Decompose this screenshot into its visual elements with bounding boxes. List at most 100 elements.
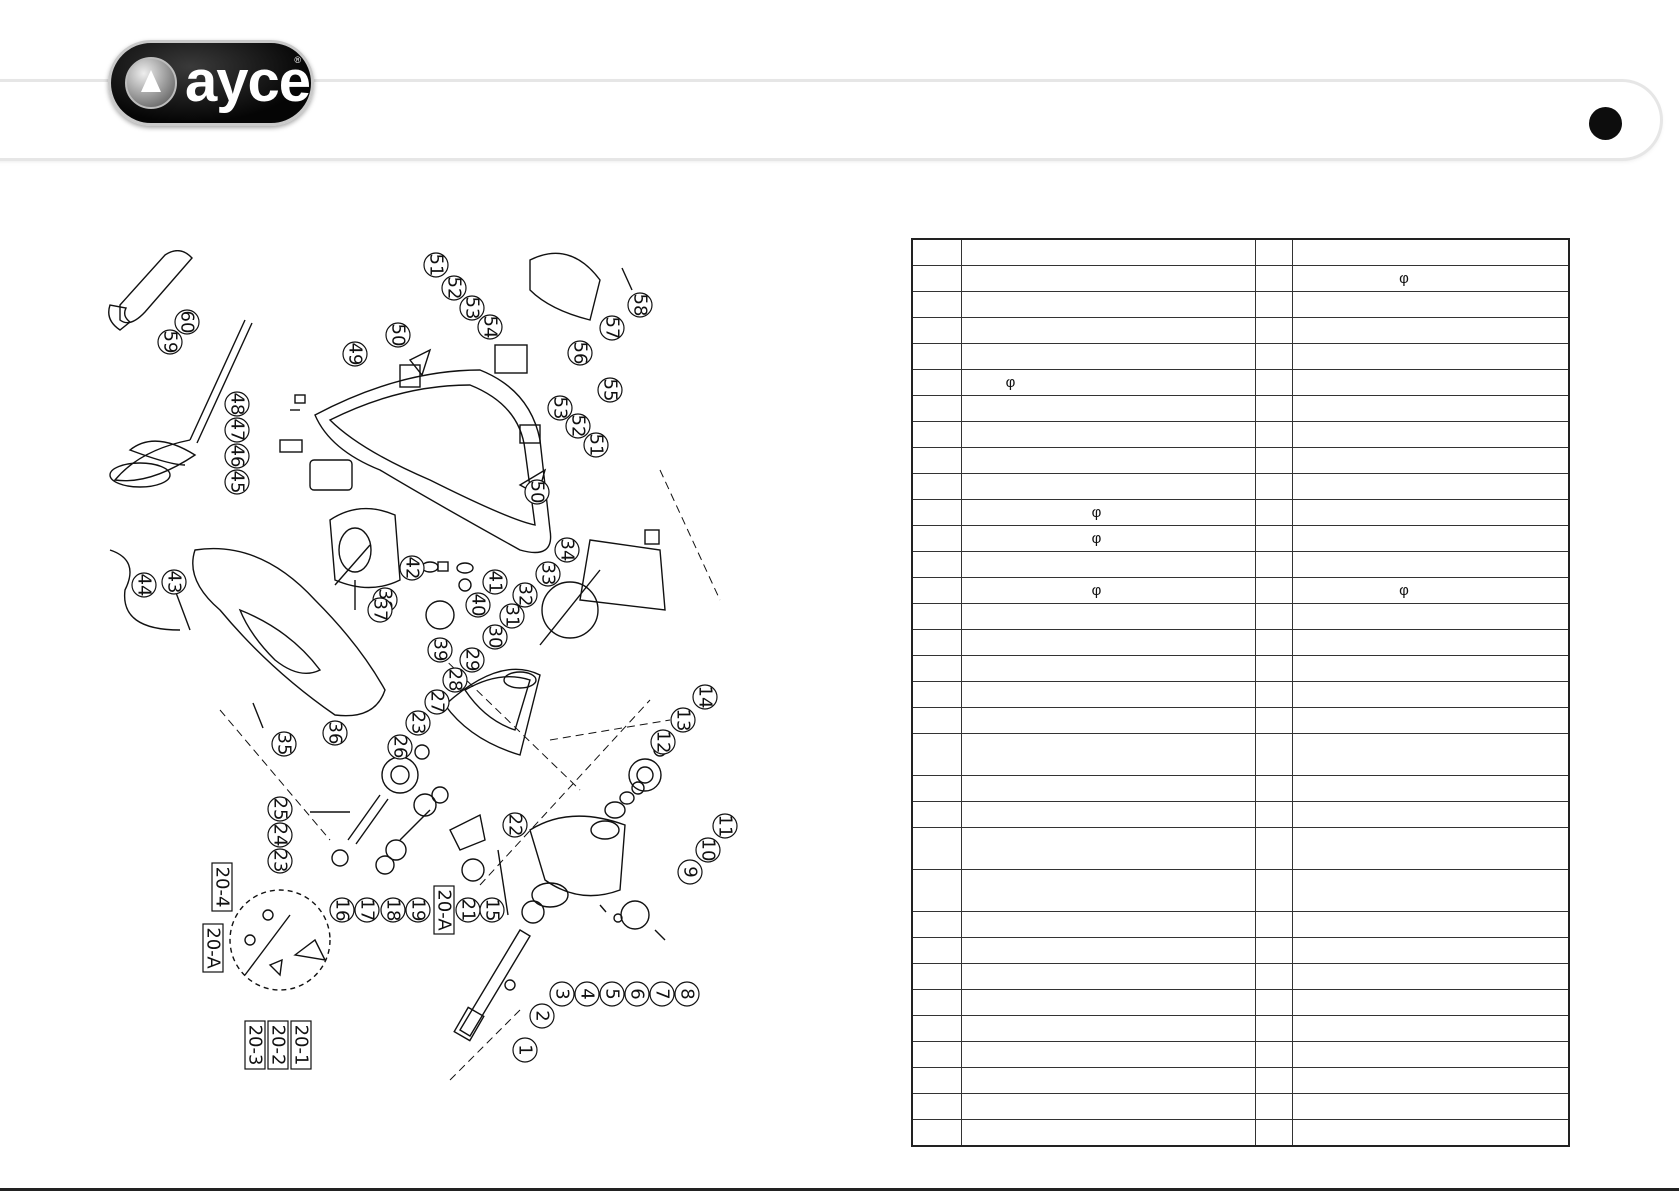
callout-label: 53 (550, 397, 571, 420)
clutch-assembly-part (449, 813, 486, 851)
callout-c35: 35 (271, 731, 297, 757)
part-number-cell (911, 395, 962, 422)
part-description-cell (960, 395, 1257, 422)
callout-b201: 20-1 (290, 1020, 312, 1070)
part-description-cell (960, 681, 1257, 708)
phi-symbol: φ (1005, 374, 1016, 391)
callout-label: 52 (444, 277, 465, 300)
part-description-cell (1292, 473, 1570, 500)
part-number-cell (911, 681, 962, 708)
part-number-cell (1255, 801, 1294, 828)
callout-b20a: 20-A (433, 885, 455, 935)
part-number-cell (1255, 655, 1294, 682)
callout-label: 53 (462, 297, 483, 320)
part-number-cell (1255, 317, 1294, 344)
collar-7 (620, 900, 650, 930)
callout-label: 36 (325, 722, 346, 745)
table-row (911, 733, 1570, 776)
part-number-cell (911, 499, 962, 526)
callout-label: 37 (370, 599, 391, 622)
part-description-cell (1292, 499, 1570, 526)
callout-c46: 46 (224, 443, 250, 469)
table-row (911, 1041, 1570, 1068)
table-row (911, 238, 1570, 266)
part-number-cell (911, 869, 962, 912)
callout-label: 29 (462, 649, 483, 672)
page-marker-dot (1589, 107, 1622, 140)
part-number-cell (1255, 1093, 1294, 1120)
callout-label: 20-2 (268, 1025, 289, 1066)
part-description-cell (1292, 447, 1570, 474)
part-description-cell (960, 343, 1257, 370)
callout-c51a: 51 (423, 252, 449, 278)
callout-label: 41 (485, 571, 506, 594)
part-number-cell (911, 1041, 962, 1068)
armature-part (579, 539, 666, 611)
callout-label: 16 (332, 899, 353, 922)
callout-c54: 54 (477, 314, 503, 340)
callout-c47: 47 (224, 417, 250, 443)
part-number-cell (1255, 733, 1294, 776)
callout-label: 30 (485, 626, 506, 649)
table-row: φ (911, 525, 1570, 552)
table-row (911, 1015, 1570, 1042)
part-number-cell (1255, 937, 1294, 964)
table-row: φ (911, 369, 1570, 396)
callout-c6: 6 (624, 981, 650, 1007)
table-row (911, 827, 1570, 870)
callout-c18: 18 (380, 897, 406, 923)
part-description-cell (1292, 317, 1570, 344)
detail-inset-circle (229, 889, 331, 991)
callout-c49: 49 (342, 341, 368, 367)
table-row (911, 937, 1570, 964)
callout-c14: 14 (692, 684, 718, 710)
callout-label: 35 (274, 733, 295, 756)
callout-b202: 20-2 (267, 1020, 289, 1070)
part-description-cell (1292, 1119, 1570, 1147)
callout-b203: 20-3 (244, 1020, 266, 1070)
callout-label: 56 (570, 342, 591, 365)
callout-label: 47 (227, 419, 248, 442)
part-description-cell (960, 265, 1257, 292)
table-row: φ (911, 499, 1570, 526)
part-description-cell (1292, 707, 1570, 734)
callout-c33: 33 (535, 561, 561, 587)
part-description-cell (1292, 937, 1570, 964)
part-description-cell (1292, 238, 1570, 266)
callout-c22: 22 (502, 812, 528, 838)
circlip-11 (631, 781, 645, 795)
part-number-cell (911, 827, 962, 870)
mixing-paddle-part (189, 319, 246, 441)
callout-label: 17 (357, 899, 378, 922)
part-description-cell (1292, 733, 1570, 776)
part-number-cell (1255, 629, 1294, 656)
part-number-cell (1255, 551, 1294, 578)
table-row (911, 421, 1570, 448)
table-row (911, 343, 1570, 370)
callout-c43: 43 (161, 569, 187, 595)
part-number-cell (911, 963, 962, 990)
part-description-cell: φ (960, 499, 1257, 526)
phi-symbol: φ (1091, 504, 1102, 521)
callout-c39: 39 (427, 637, 453, 663)
callout-label: 43 (164, 571, 185, 594)
logo-wordmark: ayce (185, 49, 311, 114)
table-row (911, 317, 1570, 344)
part-number-cell (1255, 869, 1294, 912)
footer-rule (0, 1188, 1679, 1191)
callout-c20a: 20-A (202, 923, 224, 973)
part-description-cell (1292, 603, 1570, 630)
callout-label: 12 (653, 731, 674, 754)
part-description-cell (1292, 369, 1570, 396)
callout-c2: 2 (529, 1003, 555, 1029)
part-number-cell (1255, 265, 1294, 292)
callout-c10: 10 (695, 837, 721, 863)
part-description-cell: φ (960, 525, 1257, 552)
callout-c4: 4 (574, 981, 600, 1007)
gear-17 (385, 839, 407, 861)
part-number-cell (911, 603, 962, 630)
part-description-cell: φ (1292, 265, 1570, 292)
part-number-cell (911, 551, 962, 578)
part-number-cell (1255, 291, 1294, 318)
callout-label: 4 (577, 988, 598, 999)
